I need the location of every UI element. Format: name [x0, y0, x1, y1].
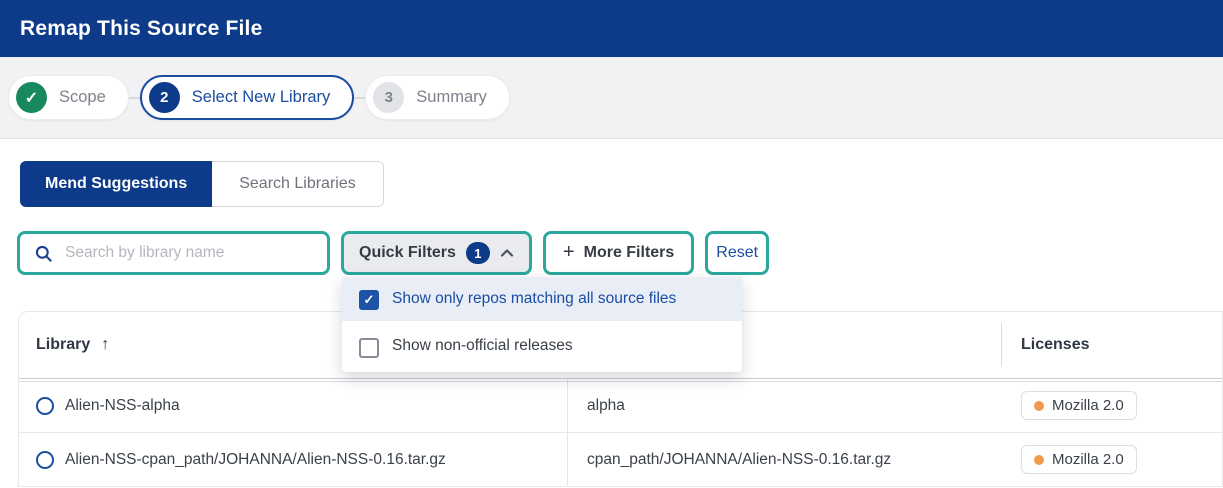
library-header-label: Library [36, 336, 91, 353]
checkbox-unchecked-icon[interactable] [359, 337, 379, 358]
suggestions-tab-group: Mend Suggestions Search Libraries [20, 161, 384, 207]
reset-filters-button[interactable]: Reset [705, 231, 770, 275]
checkbox-checked-icon[interactable]: ✓ [359, 290, 379, 310]
library-search-box[interactable] [17, 231, 330, 275]
step-connector [128, 96, 140, 99]
step-scope[interactable]: ✓ Scope [8, 75, 129, 120]
quick-filters-label: Quick Filters [359, 244, 456, 261]
filter-count-badge: 1 [465, 242, 490, 264]
filter-option-non-official[interactable]: Show non-official releases [342, 321, 742, 371]
licenses-header-label: Licenses [1021, 336, 1090, 353]
table-header-row: Library ↑ Licenses [19, 312, 1222, 382]
dialog-title-bar: Remap This Source File [0, 0, 1223, 57]
step-scope-label: Scope [59, 88, 106, 106]
step-number-badge: 3 [373, 82, 405, 113]
column-header-licenses: Licenses [1001, 312, 1222, 378]
license-name: Mozilla 2.0 [1052, 397, 1124, 414]
filter-option-label: Show non-official releases [392, 337, 573, 355]
reset-label: Reset [716, 244, 759, 261]
license-name: Mozilla 2.0 [1052, 451, 1124, 468]
row-radio-button[interactable] [36, 450, 54, 469]
table-row[interactable]: Alien-NSS-alpha alpha Mozilla 2.0 [19, 379, 1222, 433]
step-select-new-library[interactable]: 2 Select New Library [139, 75, 355, 120]
library-results-table: Library ↑ Licenses Alien-NSS-alpha alpha… [18, 311, 1223, 487]
filter-toolbar: Quick Filters 1 + More Filters Reset ✓ S… [17, 231, 1223, 372]
license-badge: Mozilla 2.0 [1021, 391, 1137, 420]
search-icon [34, 244, 53, 263]
tab-mend-suggestions[interactable]: Mend Suggestions [20, 161, 213, 207]
license-risk-dot-icon [1034, 400, 1044, 411]
search-input[interactable] [65, 244, 315, 262]
row-radio-button[interactable] [36, 396, 54, 415]
library-name: Alien-NSS-cpan_path/JOHANNA/Alien-NSS-0.… [65, 450, 446, 468]
table-row[interactable]: Alien-NSS-cpan_path/JOHANNA/Alien-NSS-0.… [19, 433, 1222, 487]
sort-asc-icon[interactable]: ↑ [101, 336, 110, 353]
tab-search-libraries[interactable]: Search Libraries [212, 161, 384, 207]
more-filters-label: More Filters [583, 244, 675, 261]
license-badge: Mozilla 2.0 [1021, 445, 1137, 474]
check-icon: ✓ [16, 82, 47, 113]
plus-icon: + [562, 241, 575, 263]
quick-filters-dropdown: ✓ Show only repos matching all source fi… [342, 277, 742, 372]
library-version: alpha [587, 396, 625, 414]
step-summary-label: Summary [416, 88, 487, 106]
license-risk-dot-icon [1034, 454, 1044, 465]
step-connector [354, 96, 366, 99]
step-select-new-library-label: Select New Library [191, 88, 331, 106]
library-version: cpan_path/JOHANNA/Alien-NSS-0.16.tar.gz [587, 450, 892, 468]
step-summary[interactable]: 3 Summary [365, 75, 510, 120]
library-name: Alien-NSS-alpha [65, 396, 180, 414]
more-filters-button[interactable]: + More Filters [542, 231, 695, 275]
step-number-badge: 2 [148, 82, 180, 113]
quick-filters-button[interactable]: Quick Filters 1 [341, 231, 532, 275]
filter-option-matching-repos[interactable]: ✓ Show only repos matching all source fi… [342, 277, 742, 322]
page-title: Remap This Source File [20, 16, 263, 40]
filter-option-label: Show only repos matching all source file… [392, 290, 677, 307]
column-header-library[interactable]: Library ↑ [19, 336, 567, 354]
column-divider [1001, 323, 1002, 367]
stepper: ✓ Scope 2 Select New Library 3 Summary [0, 57, 1223, 139]
chevron-up-icon [500, 248, 514, 258]
